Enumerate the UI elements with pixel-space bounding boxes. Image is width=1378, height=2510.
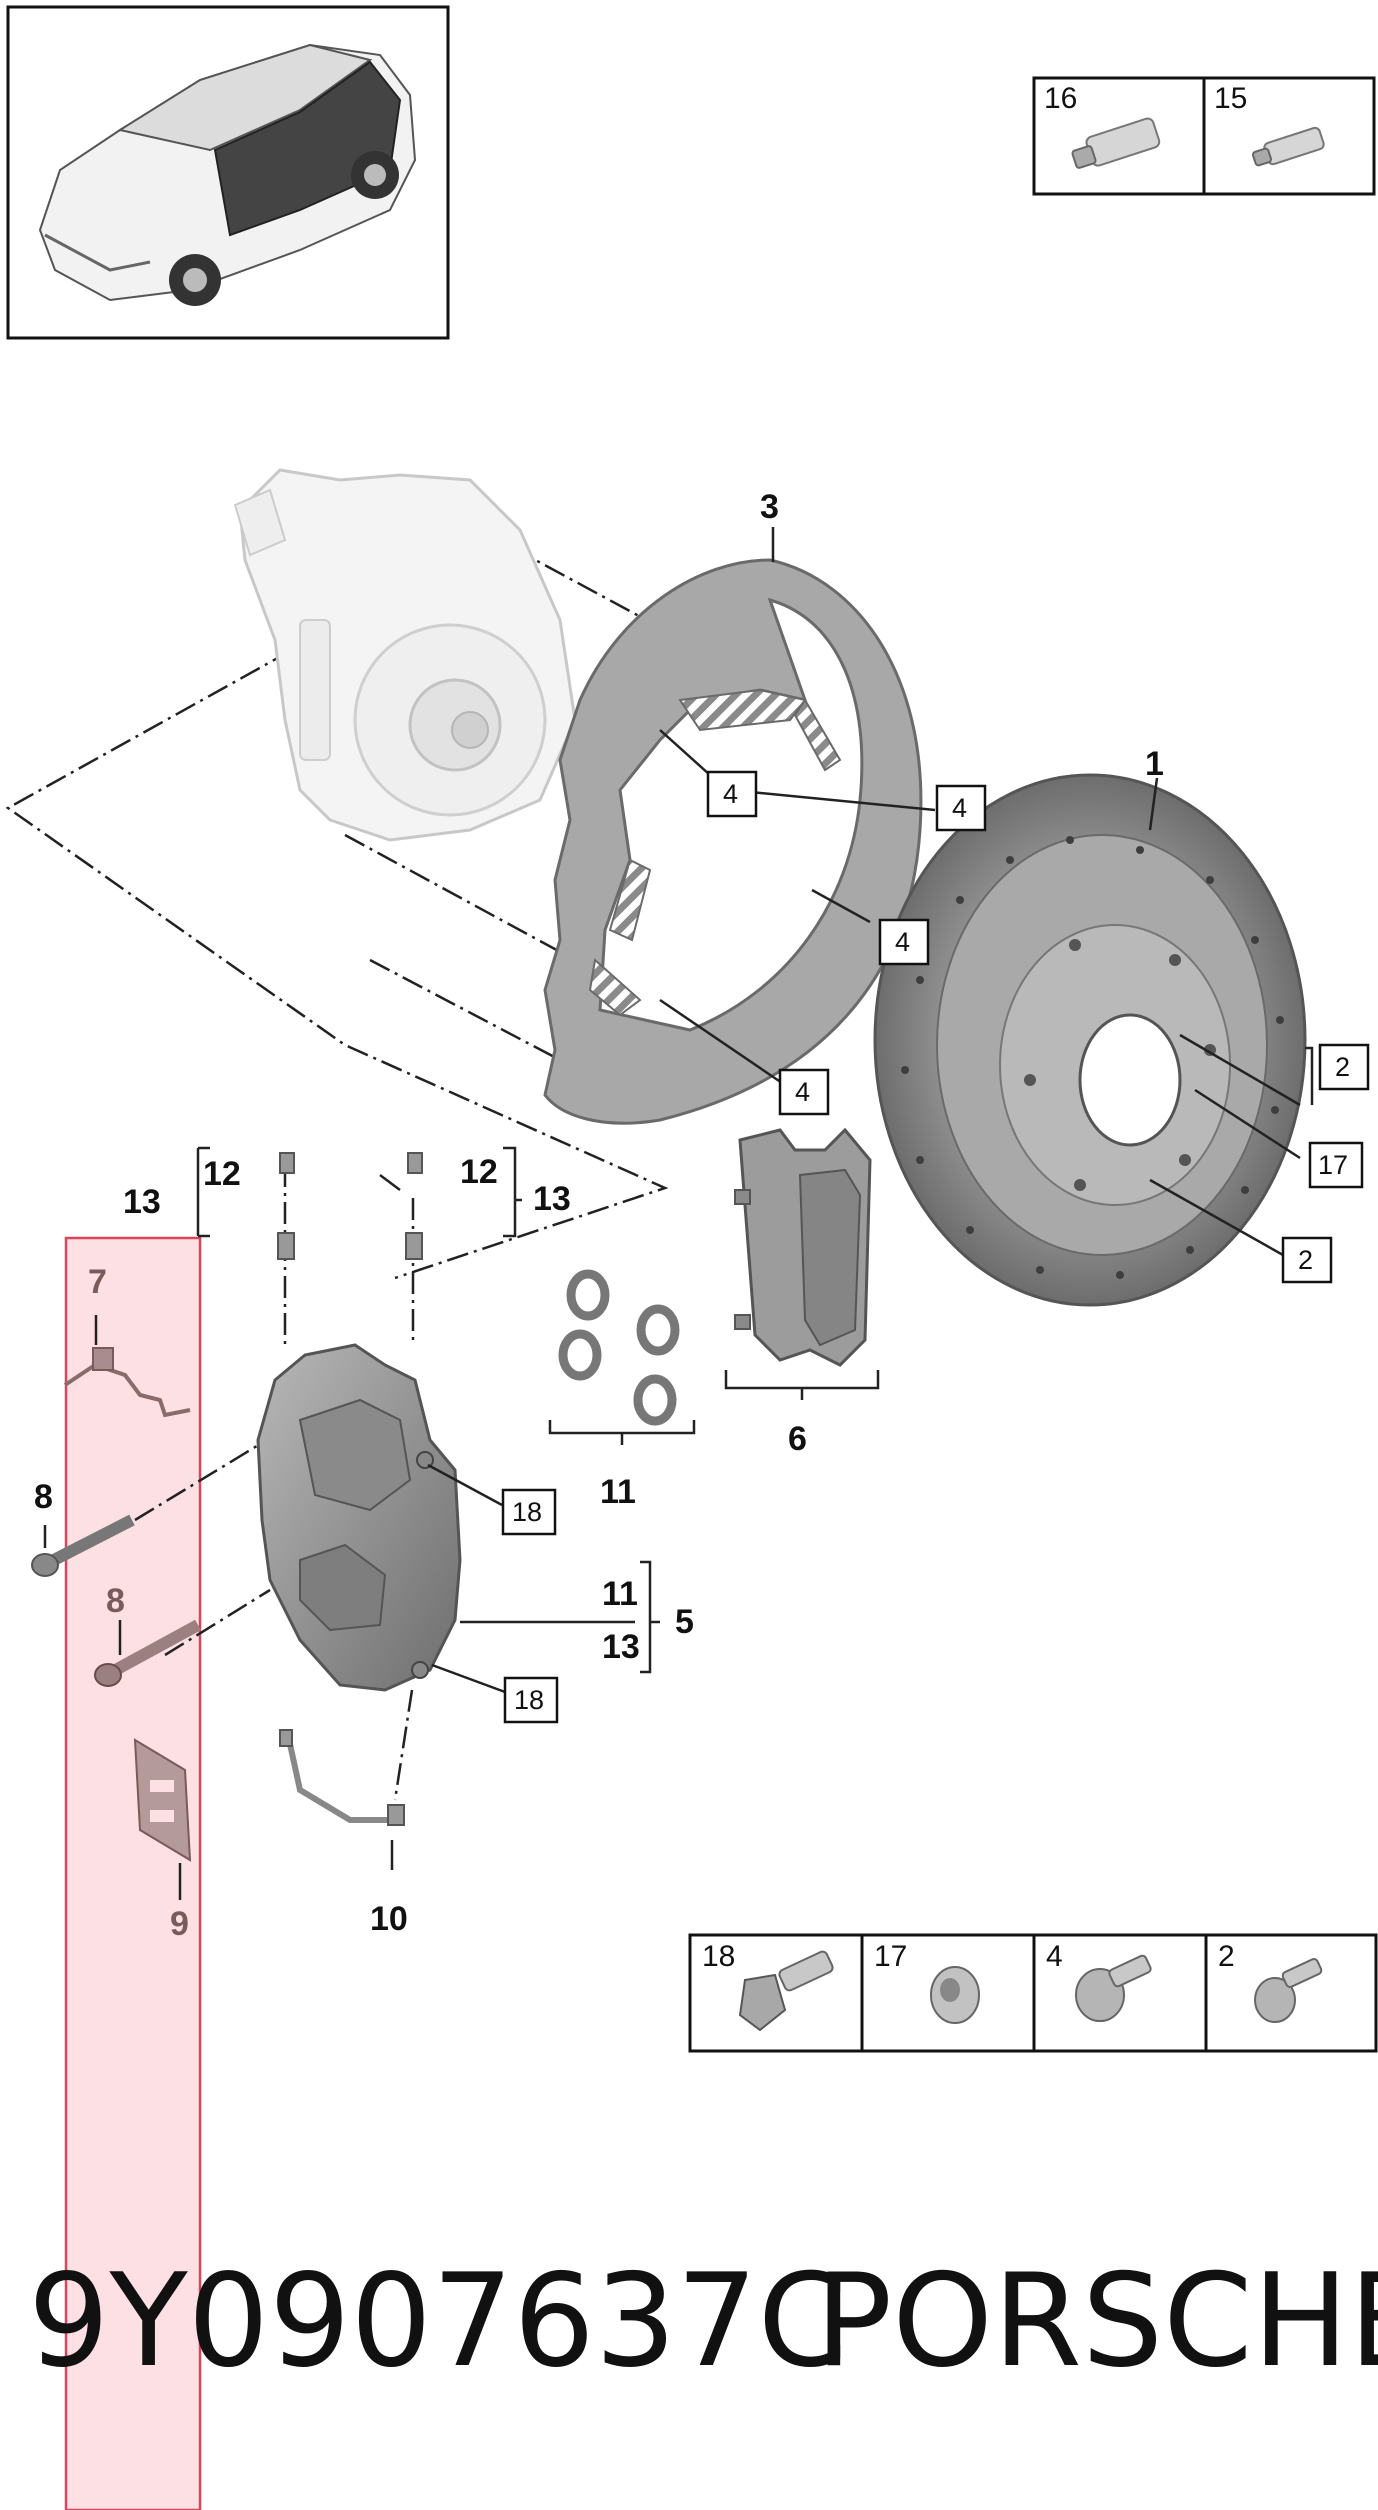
callout-9: 9: [170, 1905, 189, 1943]
table-cell-2-label: 2: [1218, 1940, 1235, 1973]
anti-rattle-spring-icon: [133, 1738, 192, 1862]
table-cell-4-label: 4: [1046, 1940, 1063, 1973]
vehicle-suv-icon: [38, 43, 417, 306]
fasteners-table: 18 17 4 2: [688, 1933, 1378, 2053]
boxed-callout-17: 17: [1308, 1141, 1364, 1189]
table-cell-16-label: 16: [1044, 82, 1077, 115]
wear-sensor-icon: [63, 1347, 191, 1418]
brake-hose-icon: [279, 1729, 405, 1826]
callout-8-upper: 8: [34, 1478, 53, 1516]
bleed-screw-icon: [277, 1152, 423, 1260]
vehicle-thumbnail: [6, 5, 450, 340]
svg-text:4: 4: [952, 793, 967, 823]
callout-11-kit: 11: [602, 1575, 638, 1613]
boxed-callout-4a: 4: [706, 770, 758, 818]
callout-5: 5: [675, 1603, 694, 1641]
brake-pads-icon: [734, 1127, 872, 1367]
caliper-bolt-icon: [31, 1514, 201, 1687]
boxed-callout-4b: 4: [935, 784, 987, 832]
splined-bolt-icon: [738, 1950, 834, 2032]
callout-1: 1: [1145, 745, 1164, 783]
brake-disc-icon: [873, 773, 1307, 1307]
wheel-carrier-icon: [233, 468, 577, 842]
svg-text:18: 18: [514, 1685, 544, 1715]
part-number: 9Y0907637C: [28, 2247, 847, 2396]
piston-seals-icon: [558, 1269, 680, 1426]
svg-text:17: 17: [1318, 1150, 1348, 1180]
bracket-2a: [1305, 1046, 1314, 1105]
callout-13-right: 13: [533, 1180, 571, 1218]
boxed-callout-4c: 4: [878, 918, 930, 966]
disc-screw-icon: [1254, 1958, 1323, 2023]
callout-7: 7: [88, 1263, 107, 1301]
table-cell-18-label: 18: [702, 1940, 735, 1973]
callout-6: 6: [788, 1420, 807, 1458]
boxed-callout-2b: 2: [1281, 1236, 1333, 1284]
svg-text:2: 2: [1298, 1245, 1313, 1275]
boxed-callout-4d: 4: [778, 1068, 830, 1116]
brand-name: PORSCHE: [815, 2247, 1378, 2396]
callout-12-right: 12: [460, 1153, 498, 1191]
consumables-table: 16 15: [1032, 76, 1376, 196]
callout-10: 10: [370, 1900, 408, 1938]
svg-text:4: 4: [795, 1077, 810, 1107]
callout-13-left: 13: [123, 1183, 161, 1221]
callout-13-kit: 13: [602, 1628, 640, 1666]
table-cell-17-label: 17: [874, 1940, 907, 1973]
boxed-callout-18a: 18: [501, 1488, 557, 1536]
svg-text:2: 2: [1335, 1052, 1350, 1082]
callout-8-lower: 8: [106, 1582, 125, 1620]
callout-leaders: [43, 527, 1301, 1900]
brake-dust-shield-icon: [543, 558, 923, 1125]
highlight-column: [64, 1236, 202, 2510]
shield-bolt-icon: [1075, 1954, 1152, 2022]
paste-tube-icon: [1252, 126, 1325, 167]
svg-text:18: 18: [512, 1497, 542, 1527]
callout-12-left: 12: [203, 1155, 241, 1193]
table-cell-15-label: 15: [1214, 82, 1247, 115]
svg-text:4: 4: [895, 927, 910, 957]
brake-caliper-icon: [256, 1343, 462, 1692]
callout-3: 3: [760, 488, 779, 526]
boxed-callout-2a: 2: [1318, 1043, 1370, 1091]
boxed-callout-18b: 18: [503, 1676, 559, 1724]
svg-text:4: 4: [723, 779, 738, 809]
callout-11-seals: 11: [600, 1473, 636, 1511]
grease-tube-icon: [1071, 117, 1161, 169]
plug-nut-icon: [930, 1966, 980, 2024]
